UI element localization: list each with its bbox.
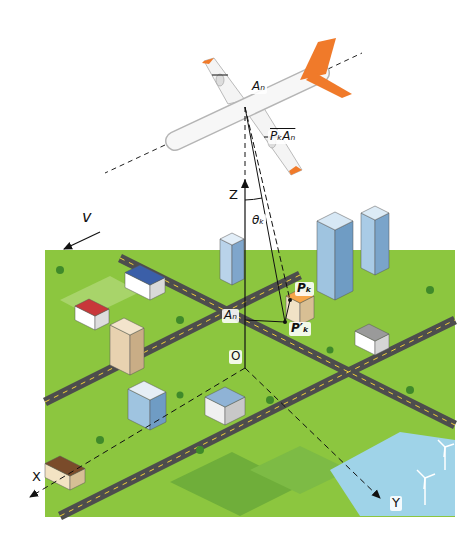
velocity-arrow <box>64 232 100 249</box>
axis-label: Z <box>227 188 240 203</box>
vector-label: PₖAₙ <box>268 130 297 144</box>
axis-label: Y <box>390 496 402 511</box>
point-label: P′ₖ <box>289 322 311 336</box>
velocity-symbol: v <box>80 208 93 226</box>
axis-label: X <box>30 470 43 485</box>
point-marker <box>283 320 287 324</box>
angle-label: θₖ <box>250 214 266 228</box>
roads <box>45 258 455 516</box>
buildings <box>45 206 389 490</box>
wind-turbines <box>417 440 454 505</box>
point-label: Aₙ <box>250 80 267 94</box>
ground <box>45 250 455 517</box>
water <box>330 432 455 516</box>
point-marker <box>288 298 292 302</box>
origin-label: O <box>229 350 242 364</box>
point-label: Pₖ <box>295 282 314 296</box>
point-label: Aₙ <box>222 309 239 323</box>
airplane <box>175 38 352 175</box>
geometry-lines <box>30 107 380 498</box>
